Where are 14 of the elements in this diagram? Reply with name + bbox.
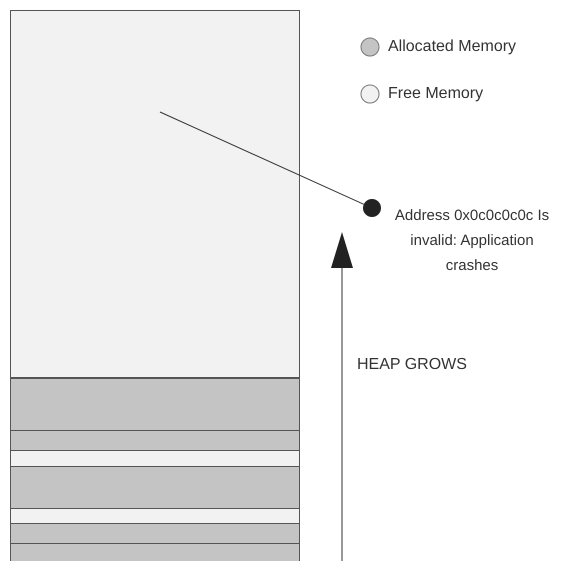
legend-text: Free Memory [388, 84, 484, 104]
free-memory-region [10, 10, 300, 378]
allocated-memory-block [10, 543, 300, 561]
leader-line [160, 112, 364, 205]
free-memory-block [10, 450, 300, 467]
allocated-memory-block [10, 430, 300, 451]
legend-text: Allocated Memory [388, 37, 516, 57]
heap-label: HEAP GROWS [357, 355, 467, 375]
allocated-memory-block [10, 523, 300, 544]
address-dot [363, 199, 381, 217]
allocated-memory-block [10, 378, 300, 431]
allocated-memory-block [10, 466, 300, 509]
free-memory-block [10, 508, 300, 524]
note-text: Address 0x0c0c0c0c Is invalid: Application crashes [394, 206, 550, 276]
